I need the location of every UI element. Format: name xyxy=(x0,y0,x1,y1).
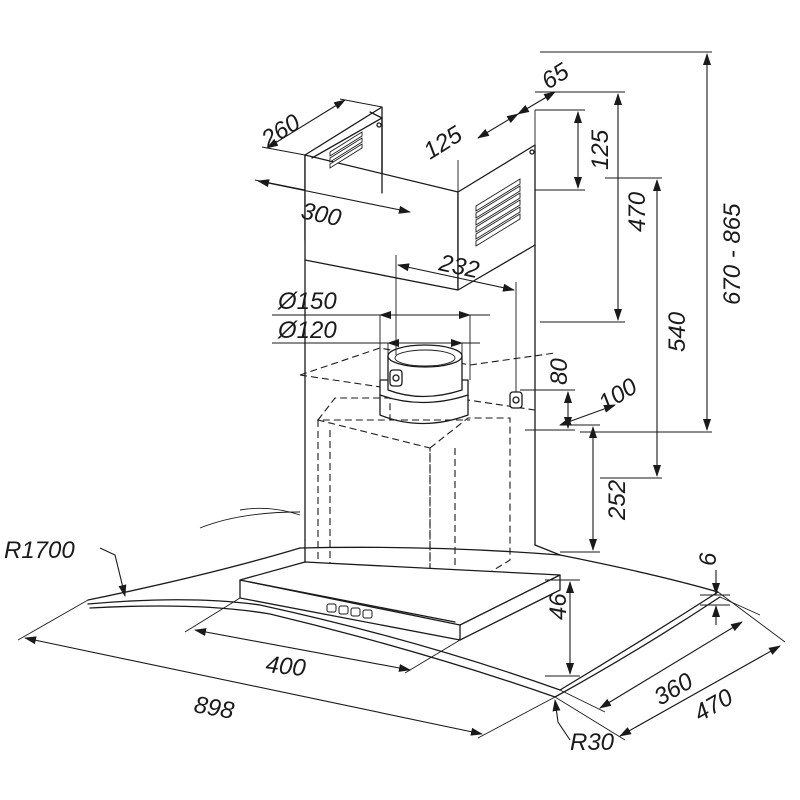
chimney-upper-cover xyxy=(304,106,536,291)
dim-252: 252 xyxy=(604,480,631,521)
chimney-lower-cover xyxy=(299,244,556,546)
dim-6: 6 xyxy=(695,552,722,566)
control-button-1 xyxy=(326,603,337,613)
side-vent-grille xyxy=(475,178,521,247)
control-panel xyxy=(326,603,373,619)
dimension-lines xyxy=(17,51,786,741)
control-button-4 xyxy=(362,609,373,619)
dim-r1700: R1700 xyxy=(4,537,75,564)
hood-base xyxy=(239,539,561,641)
dim-r30: R30 xyxy=(570,729,615,756)
control-button-2 xyxy=(338,605,349,615)
dim-898: 898 xyxy=(192,691,237,725)
motor-housing xyxy=(316,397,511,593)
control-button-3 xyxy=(350,607,361,617)
mounting-bracket-left xyxy=(389,369,403,387)
back-vent-grille xyxy=(329,131,363,169)
dim-540: 540 xyxy=(664,311,691,352)
dim-80: 80 xyxy=(546,358,573,385)
dim-470-top: 470 xyxy=(624,191,651,232)
mounting-bracket-right xyxy=(509,391,523,409)
dim-400: 400 xyxy=(264,651,307,682)
dim-dia-120: Ø120 xyxy=(277,317,337,344)
dim-dia-150: Ø150 xyxy=(277,288,337,315)
dim-46: 46 xyxy=(545,593,572,620)
dim-670-865: 670 - 865 xyxy=(719,203,746,305)
dim-125-vertical: 125 xyxy=(587,129,614,170)
dim-125-top: 125 xyxy=(419,121,468,165)
dim-65: 65 xyxy=(537,58,574,95)
